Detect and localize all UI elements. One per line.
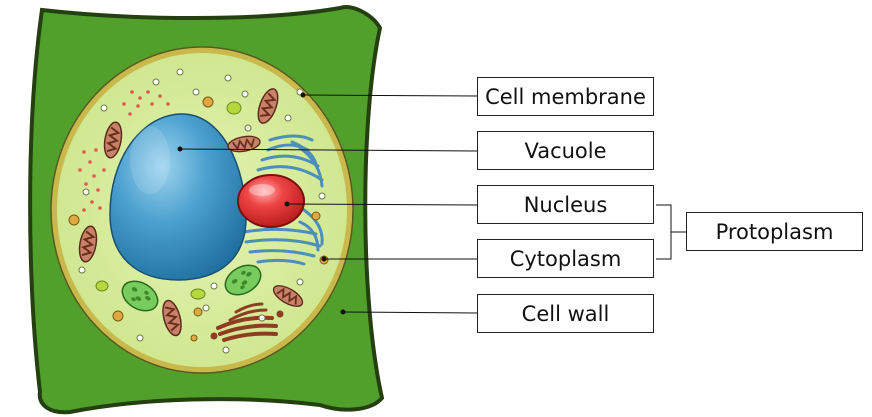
label-vacuole-text: Vacuole: [524, 138, 607, 163]
label-nucleus-text: Nucleus: [523, 192, 608, 217]
label-cell-wall: Cell wall: [477, 294, 654, 333]
leader-lines: [179, 94, 686, 314]
vacuole-highlight: [130, 126, 170, 194]
er-shape: [242, 134, 324, 266]
leader-dots: [177, 92, 346, 315]
nucleus-shape: [237, 174, 305, 228]
cytoplasm-granules: [68, 96, 329, 342]
label-cell-membrane: Cell membrane: [477, 77, 654, 116]
label-nucleus: Nucleus: [477, 185, 654, 224]
label-protoplasm-text: Protoplasm: [715, 219, 834, 244]
label-cell-membrane-text: Cell membrane: [485, 84, 646, 109]
label-cytoplasm-text: Cytoplasm: [509, 246, 622, 271]
golgi-shape: [210, 302, 284, 342]
label-cytoplasm: Cytoplasm: [477, 239, 654, 278]
ribosomes: [78, 90, 170, 212]
label-protoplasm: Protoplasm: [686, 212, 863, 251]
pale-vesicles: [78, 68, 326, 354]
label-cell-wall-text: Cell wall: [521, 301, 610, 326]
vacuole-shape: [109, 113, 247, 281]
label-vacuole: Vacuole: [477, 131, 654, 170]
green-vesicles: [95, 101, 242, 300]
nucleus-highlight: [249, 184, 275, 196]
